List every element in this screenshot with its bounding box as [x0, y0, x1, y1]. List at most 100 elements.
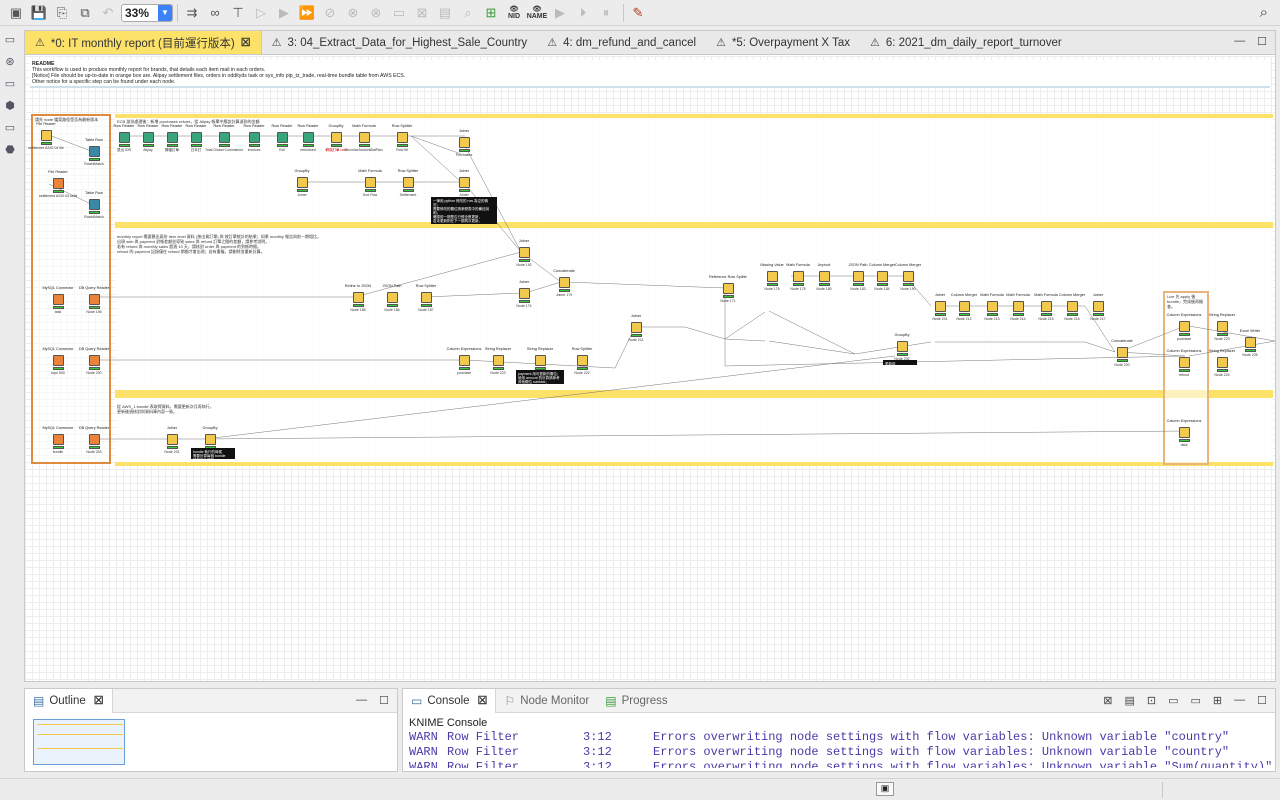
hide-icon[interactable]: ⊠ — [416, 4, 428, 20]
open-console-icon[interactable]: ▭ — [1168, 695, 1179, 707]
maximize-icon[interactable]: ☐ — [379, 695, 389, 707]
tab-console[interactable]: ▭ Console ☒ — [403, 688, 497, 713]
new-console-icon[interactable]: ⊞ — [1212, 695, 1223, 707]
step-icon[interactable]: ▶ — [555, 4, 565, 20]
description-icon[interactable]: ⬣ — [5, 144, 15, 156]
tab-daily-report[interactable]: ⚠ 6: 2021_dm_daily_report_turnover — [860, 31, 1072, 54]
readme-annotation[interactable]: README This workflow is used to produce … — [30, 60, 1270, 88]
annotation-icon[interactable]: ▤ — [438, 4, 452, 20]
cancel-all-icon[interactable]: ⊗ — [347, 4, 359, 20]
node-name-icon[interactable]: 👁NAME — [526, 5, 548, 20]
display-console-icon[interactable]: ▭ — [1190, 695, 1201, 707]
minimize-icon[interactable]: ▭ — [4, 78, 16, 90]
section-bundle-annotation[interactable]: 從 AWS_1 bundle 表取得資料，需要更新次月再執行。 更新後須核對與資… — [115, 394, 1273, 466]
tab-node-monitor[interactable]: ⚐ Node Monitor — [496, 689, 597, 713]
minimize-icon[interactable]: ▭ — [4, 122, 16, 134]
tab-overpayment[interactable]: ⚠ *5: Overpayment X Tax — [706, 31, 860, 54]
close-icon[interactable]: ☒ — [93, 695, 104, 707]
execute-icon[interactable]: ▶ — [279, 4, 289, 20]
input-files-annotation[interactable]: 請先 node 檔案路徑是否為最新版本 — [31, 114, 111, 464]
reset-icon[interactable]: ⊗ — [370, 4, 382, 20]
tab-progress[interactable]: ▤ Progress — [597, 689, 675, 713]
workflow-canvas[interactable]: README This workflow is used to produce … — [25, 56, 1275, 681]
minimize-icon[interactable]: — — [356, 694, 368, 706]
maximize-icon[interactable]: ☐ — [1257, 695, 1267, 707]
save-all-icon[interactable]: ⧉ — [80, 4, 90, 20]
tab-outline[interactable]: ▤ Outline ☒ — [25, 688, 113, 713]
save-icon[interactable]: 💾 — [30, 4, 48, 20]
scroll-lock-icon[interactable]: ▤ — [1124, 695, 1135, 707]
comment-icon[interactable]: ▭ — [392, 4, 406, 20]
new-workflow-icon[interactable]: ▣ — [9, 4, 23, 20]
connection-icon[interactable]: ∞ — [210, 5, 220, 20]
save-as-icon[interactable]: ⎘ — [56, 4, 68, 20]
node-id-icon[interactable]: 👁NID — [507, 5, 521, 20]
note-annotation[interactable]: 更新前 — [883, 360, 917, 366]
close-icon[interactable]: ☒ — [240, 37, 251, 49]
close-icon[interactable]: ☒ — [477, 695, 488, 707]
maximize-icon[interactable]: ☐ — [1257, 36, 1267, 48]
memory-icon[interactable]: ▣ — [876, 782, 894, 796]
execute-all-icon[interactable]: ⏩ — [298, 4, 316, 20]
undo-icon[interactable]: ↶ — [102, 4, 114, 20]
minimize-icon[interactable]: — — [1234, 35, 1246, 47]
zoom-select[interactable]: 33% ▼ — [121, 3, 173, 22]
search-icon[interactable]: ⌕ — [1259, 4, 1268, 21]
outline-viewport[interactable] — [33, 719, 125, 765]
note-annotation[interactable]: bundle 執行的時候 需要計算每個 bundle 請勿在此修改。 — [191, 448, 235, 462]
auto-layout-icon[interactable]: ⇉ — [186, 4, 198, 20]
minimize-icon[interactable]: ▭ — [4, 34, 16, 46]
zoom-icon[interactable]: ⌕ — [464, 4, 472, 20]
hierarchy-icon[interactable]: ⊤ — [232, 4, 244, 20]
tool-icon[interactable]: ✎ — [632, 4, 644, 20]
node-repository-icon[interactable]: ⬢ — [5, 100, 15, 112]
section-monthly-annotation[interactable]: monthly report 需要匯出兩份 item level 資料 (按出貨… — [115, 224, 1273, 394]
note-annotation[interactable]: 一律用 python 修改的 row 為空的情況； 需要修改的欄位請參照表中的備… — [431, 197, 497, 224]
grid-icon[interactable]: ⊞ — [485, 4, 497, 20]
step-loop-icon[interactable]: ⏵ — [579, 4, 587, 20]
tab-it-monthly-report[interactable]: ⚠ *0: IT monthly report (目前運行版本) ☒ — [25, 31, 262, 54]
